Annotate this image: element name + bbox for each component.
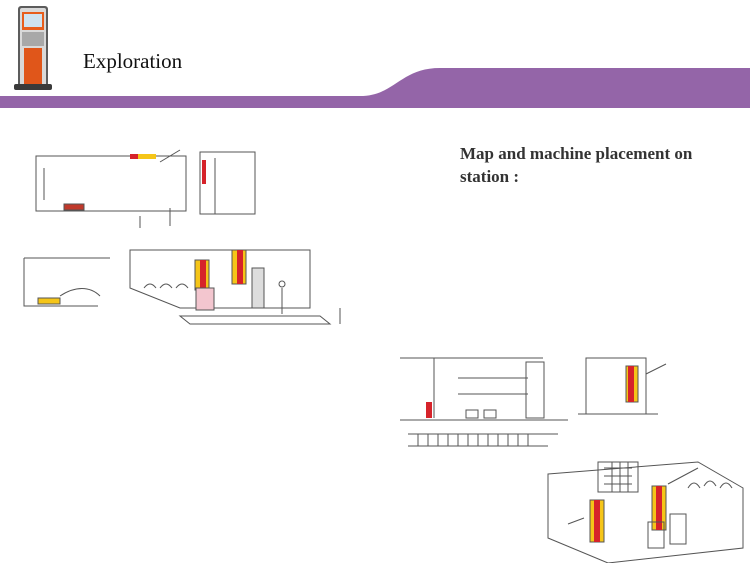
section-caption: Map and machine placement on station :	[460, 144, 693, 186]
station-map-sketch-1	[23, 149, 341, 325]
station-map-sketch-2	[400, 357, 744, 563]
page-title: Exploration	[83, 49, 183, 73]
ticket-kiosk-icon	[14, 6, 52, 90]
header-band	[0, 68, 750, 108]
